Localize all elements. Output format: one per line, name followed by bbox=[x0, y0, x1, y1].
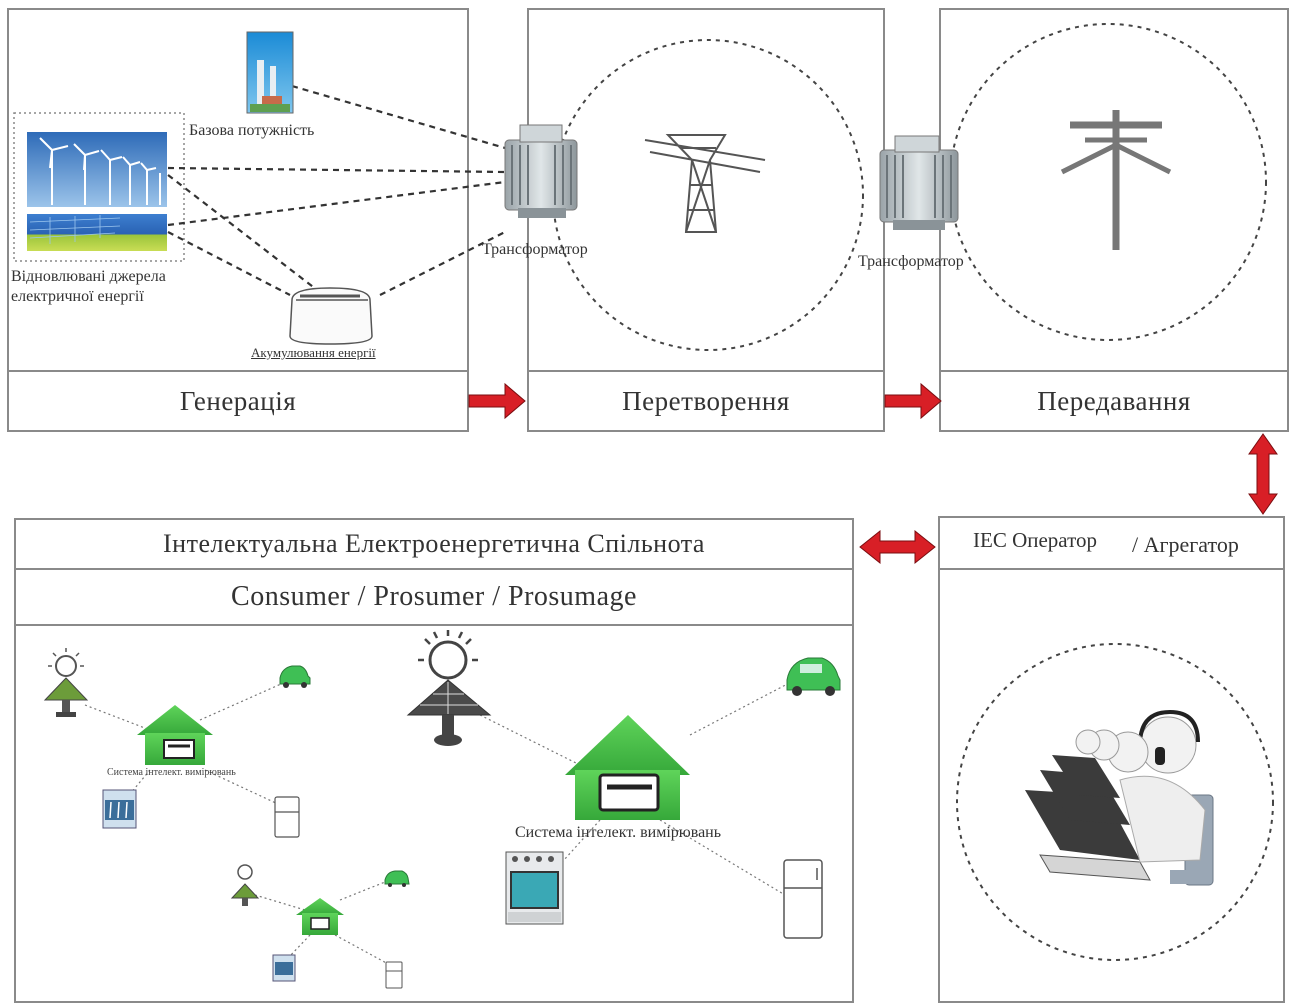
storage-label: Акумулювання енергії bbox=[251, 345, 376, 360]
stage-transmission-label: Передавання bbox=[939, 370, 1289, 432]
renewables-label-line1: Відновлювані джерела bbox=[11, 268, 166, 285]
operator-circle bbox=[956, 643, 1274, 961]
arrow-generation-conversion bbox=[468, 382, 526, 420]
electric-car-icon-large bbox=[786, 657, 841, 696]
arrow-conversion-transmission bbox=[884, 382, 942, 420]
transformer-label-2: Трансформатор bbox=[858, 253, 964, 270]
pylon-icon bbox=[644, 134, 766, 233]
aggregator-label: / Агрегатор bbox=[1132, 532, 1239, 557]
community-panel bbox=[14, 624, 854, 1003]
transformer-icon-1 bbox=[504, 124, 578, 218]
metering-label-small: Система інтелект. вимірювань bbox=[107, 767, 236, 778]
fridge-icon-large bbox=[783, 859, 823, 939]
conversion-panel bbox=[527, 8, 885, 372]
solar-tree-icon-small bbox=[43, 648, 89, 717]
community-subtitle: Consumer / Prosumer / Prosumage bbox=[14, 568, 854, 626]
operator-label: IEC Оператор bbox=[973, 528, 1097, 552]
smart-house-icon-large bbox=[565, 715, 690, 820]
renewables-label-line2: електричної енергії bbox=[11, 288, 144, 305]
metering-label-large: Система інтелект. вимірювань bbox=[515, 824, 722, 841]
stage-generation-label: Генерація bbox=[7, 370, 469, 432]
transmission-circle bbox=[949, 23, 1267, 341]
solar-tree-icon-large bbox=[406, 630, 492, 746]
base-power-plant-icon bbox=[246, 31, 294, 114]
electric-car-icon-small bbox=[279, 665, 311, 688]
arrow-community-operator bbox=[859, 529, 936, 565]
solar-tree-icon-tiny bbox=[230, 864, 260, 906]
washing-machine-icon-small bbox=[102, 789, 137, 829]
operators-icon bbox=[1025, 709, 1214, 886]
stove-icon bbox=[505, 851, 564, 925]
electric-car-icon-tiny bbox=[384, 870, 410, 887]
solar-panels-icon bbox=[27, 214, 167, 251]
battery-storage-icon bbox=[289, 287, 373, 345]
conversion-circle bbox=[552, 39, 864, 351]
smart-house-icon-small bbox=[137, 705, 213, 765]
pole-icon bbox=[1060, 110, 1172, 250]
base-power-label: Базова потужність bbox=[189, 122, 315, 139]
operator-header bbox=[938, 516, 1285, 570]
transformer-label-1: Трансформатор bbox=[482, 241, 588, 258]
renewables-group-box bbox=[13, 112, 185, 262]
arrow-transmission-operator bbox=[1248, 433, 1278, 515]
transformer-icon-2 bbox=[879, 135, 959, 230]
generation-links bbox=[167, 84, 506, 301]
stage-conversion-label: Перетворення bbox=[527, 370, 885, 432]
fridge-icon-small bbox=[274, 796, 300, 838]
fridge-icon-tiny bbox=[385, 961, 403, 989]
smart-house-icon-tiny bbox=[296, 898, 344, 935]
wind-turbines-icon bbox=[27, 132, 167, 207]
community-links bbox=[84, 679, 796, 966]
washing-machine-icon-tiny bbox=[272, 954, 296, 982]
